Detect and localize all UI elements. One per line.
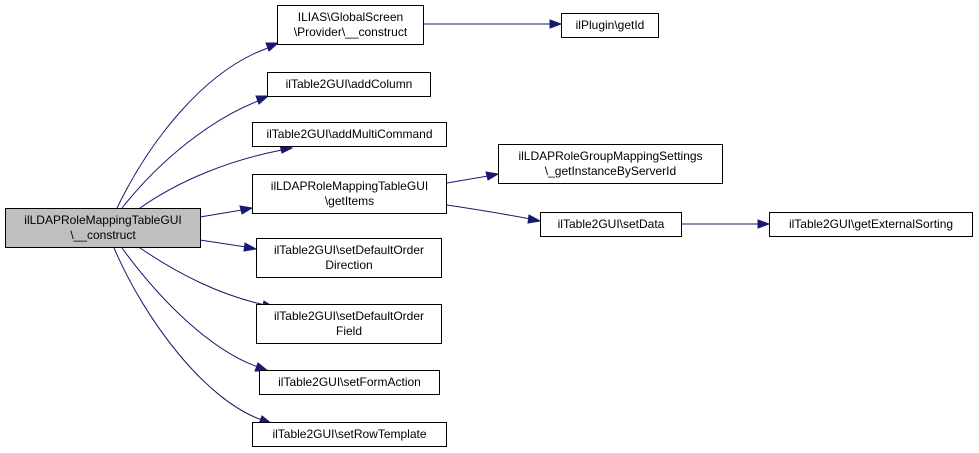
edge-root-to-global-screen bbox=[116, 47, 269, 209]
edge-arrowhead bbox=[255, 95, 270, 105]
node-set-default-order-field[interactable]: ilTable2GUI\setDefaultOrder Field bbox=[256, 304, 442, 344]
node-add-column[interactable]: ilTable2GUI\addColumn bbox=[267, 72, 431, 97]
edge-get-items-to-set-data bbox=[446, 204, 531, 220]
node-set-data[interactable]: ilTable2GUI\setData bbox=[540, 212, 682, 237]
node-label-line2: Field bbox=[335, 324, 362, 338]
node-get-items[interactable]: ilLDAPRoleMappingTableGUI \getItems bbox=[252, 174, 447, 214]
node-label-line1: ilTable2GUI\setRowTemplate bbox=[272, 427, 427, 441]
node-label-line1: ilTable2GUI\setData bbox=[557, 217, 665, 231]
edge-root-to-set-row-template bbox=[113, 247, 263, 421]
edge-arrowhead bbox=[549, 19, 563, 29]
node-label-line2: \Provider\__construct bbox=[293, 25, 408, 39]
node-label-line1: ilLDAPRoleMappingTableGUI bbox=[24, 213, 182, 227]
node-label-line1: ilTable2GUI\setDefaultOrder bbox=[273, 309, 425, 323]
node-label-line1: ilTable2GUI\setFormAction bbox=[278, 375, 421, 389]
node-set-form-action[interactable]: ilTable2GUI\setFormAction bbox=[259, 370, 440, 395]
edge-root-to-set-default-order-direction bbox=[199, 239, 247, 248]
node-add-multi-command[interactable]: ilTable2GUI\addMultiCommand bbox=[252, 122, 447, 147]
node-label-line1: ILIAS\GlobalScreen bbox=[297, 10, 404, 24]
edge-arrowhead bbox=[239, 205, 254, 215]
node-label-line1: ilTable2GUI\setDefaultOrder bbox=[273, 243, 425, 257]
edge-root-to-set-default-order-field bbox=[139, 247, 266, 306]
edge-arrowhead bbox=[265, 42, 280, 52]
node-label-line1: ilLDAPRoleMappingTableGUI bbox=[270, 179, 429, 193]
node-label-line1: ilPlugin\getId bbox=[575, 18, 645, 32]
node-set-default-order-direction[interactable]: ilTable2GUI\setDefaultOrder Direction bbox=[256, 238, 442, 278]
node-set-row-template[interactable]: ilTable2GUI\setRowTemplate bbox=[252, 422, 447, 447]
node-label-line2: \__construct bbox=[70, 228, 136, 242]
edge-arrowhead bbox=[527, 214, 542, 224]
edge-arrowhead bbox=[757, 219, 771, 229]
edge-root-to-set-form-action bbox=[121, 247, 259, 368]
node-label-line1: ilTable2GUI\addColumn bbox=[285, 77, 413, 91]
edge-arrowhead bbox=[243, 242, 258, 252]
node-label-line1: ilLDAPRoleGroupMappingSettings bbox=[518, 149, 703, 163]
node-label-line1: ilTable2GUI\getExternalSorting bbox=[788, 217, 954, 231]
node-label-line2: Direction bbox=[325, 258, 373, 272]
node-root-construct: ilLDAPRoleMappingTableGUI \__construct bbox=[5, 208, 201, 248]
node-get-instance-by-server-id[interactable]: ilLDAPRoleGroupMappingSettings \_getInst… bbox=[498, 144, 723, 184]
edge-root-to-add-multi-command bbox=[139, 149, 283, 209]
edge-get-items-to-get-instance bbox=[446, 175, 489, 184]
edge-root-to-add-column bbox=[121, 100, 259, 209]
node-label-line2: \getItems bbox=[324, 194, 375, 208]
edge-arrowhead bbox=[485, 171, 500, 181]
node-label-line1: ilTable2GUI\addMultiCommand bbox=[266, 127, 433, 141]
edge-root-to-get-items bbox=[199, 209, 243, 218]
node-global-screen-provider-construct[interactable]: ILIAS\GlobalScreen \Provider\__construct bbox=[277, 5, 424, 45]
node-plugin-getid[interactable]: ilPlugin\getId bbox=[561, 13, 659, 38]
node-label-line2: \_getInstanceByServerId bbox=[544, 164, 677, 178]
node-get-external-sorting[interactable]: ilTable2GUI\getExternalSorting bbox=[769, 212, 973, 237]
